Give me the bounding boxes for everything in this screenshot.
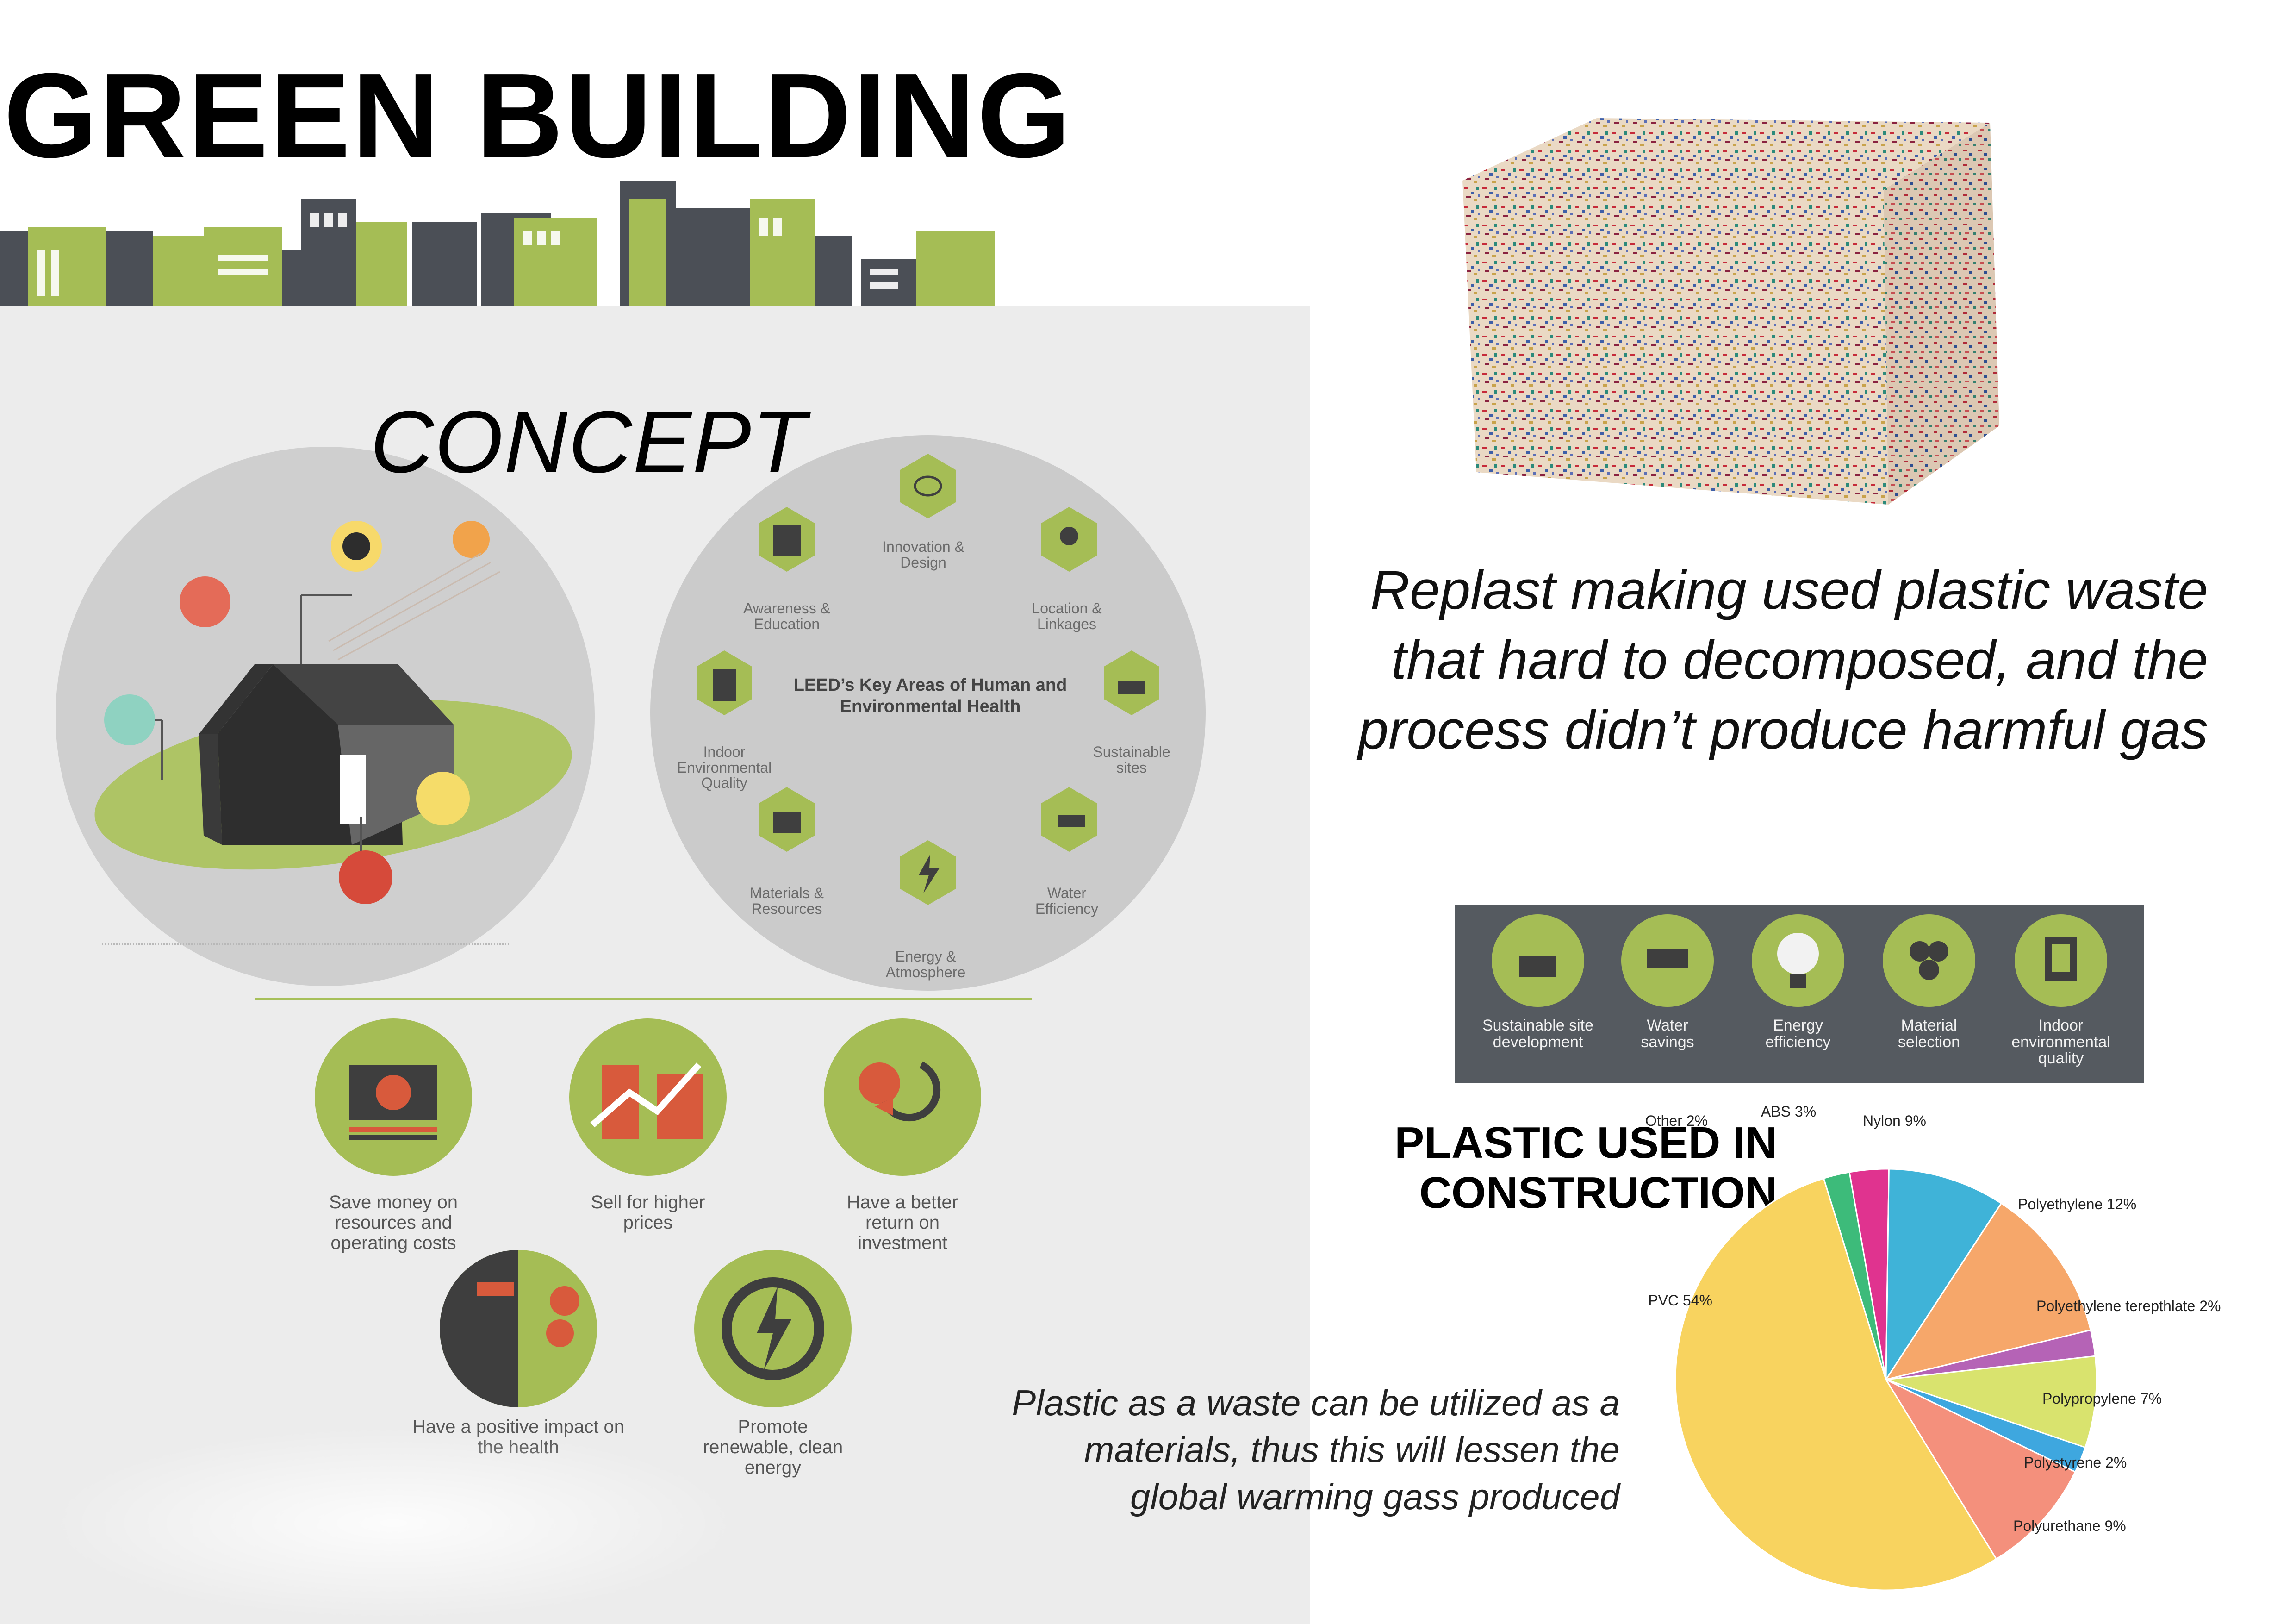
leed-area-label: Awareness & Education [743, 600, 830, 632]
pie-slice-label: Polyurethane 9% [2013, 1518, 2126, 1534]
leed-bar-label: Water savings [1641, 1017, 1694, 1051]
pie-slice [1884, 1378, 2076, 1560]
page-title: GREEN BUILDING [4, 49, 1073, 183]
benefit-icons [315, 1018, 981, 1407]
house-illustration [94, 521, 572, 904]
pie-slice [1884, 1202, 2092, 1381]
faded-area [46, 1426, 740, 1620]
section-divider [255, 998, 1032, 1000]
plastic-caption: Plastic as a waste can be utilized as a … [1012, 1382, 1620, 1517]
leed-bar-label: Material selection [1898, 1017, 1960, 1051]
pie-slice [1885, 1168, 2003, 1382]
leed-area-label: Indoor Environmental Quality [677, 743, 772, 792]
brick-caption: Replast making used plastic waste that h… [1358, 560, 2208, 761]
leed-bar-label: Energy efficiency [1765, 1017, 1831, 1051]
speech-bubble-icon [900, 454, 956, 518]
benefit-label: Have a better return on investment [846, 1192, 958, 1253]
city-skyline-illustration [0, 181, 995, 306]
pie-slice-label: Polyethylene terepthlate 2% [2036, 1298, 2221, 1314]
pie-slice-label: Other 2% [1645, 1112, 1708, 1129]
pie-slice [1885, 1355, 2097, 1449]
leed-hexagon-icons [697, 454, 1159, 905]
leed-area-label: Materials & Resources [749, 885, 824, 917]
pie-slice-label: Polystyrene 2% [2024, 1454, 2127, 1471]
pie-slice-label: Nylon 9% [1863, 1112, 1926, 1129]
leed-area-label: Sustainable sites [1093, 743, 1170, 776]
concept-heading: CONCEPT [370, 393, 807, 491]
leed-bar-label: Indoor environmental quality [2011, 1017, 2110, 1068]
leed-area-label: Innovation & Design [882, 538, 964, 571]
leed-area-label: Water Efficiency [1035, 885, 1099, 917]
pie-slice-label: ABS 3% [1761, 1103, 1816, 1120]
return-investment-icon [824, 1018, 981, 1176]
benefit-label: Save money on resources and operating co… [329, 1192, 458, 1253]
plastic-title-text: PLASTIC USED IN CONSTRUCTION [1394, 1118, 1777, 1218]
leed-area-label: Location & Linkages [1032, 600, 1102, 632]
plastic-pie-chart: ABS 3% Nylon 9% Polyethylene 12% Polyethyle… [1645, 1103, 2221, 1591]
leed-area-label: Energy & Atmosphere [885, 948, 966, 981]
pie-slice-label: PVC 54% [1648, 1292, 1712, 1309]
benefit-label: Sell for higher prices [591, 1192, 705, 1233]
pie-slice [1823, 1171, 1887, 1380]
pie-slice-label: Polypropylene 7% [2042, 1390, 2162, 1407]
leed-bar-icons [1492, 914, 2107, 1007]
leed-center-title: LEED’s Key Areas of Human and Environmen… [793, 675, 1067, 716]
pie-slice [1674, 1177, 1997, 1591]
plastic-chart-title: PLASTIC USED IN CONSTRUCTION [1203, 1118, 1777, 1218]
leed-bar-label: Sustainable site development [1482, 1017, 1594, 1051]
recycled-plastic-brick-image [1462, 118, 1999, 505]
dotted-divider [102, 943, 509, 945]
pie-slice-label: Polyethylene 12% [2018, 1196, 2136, 1212]
